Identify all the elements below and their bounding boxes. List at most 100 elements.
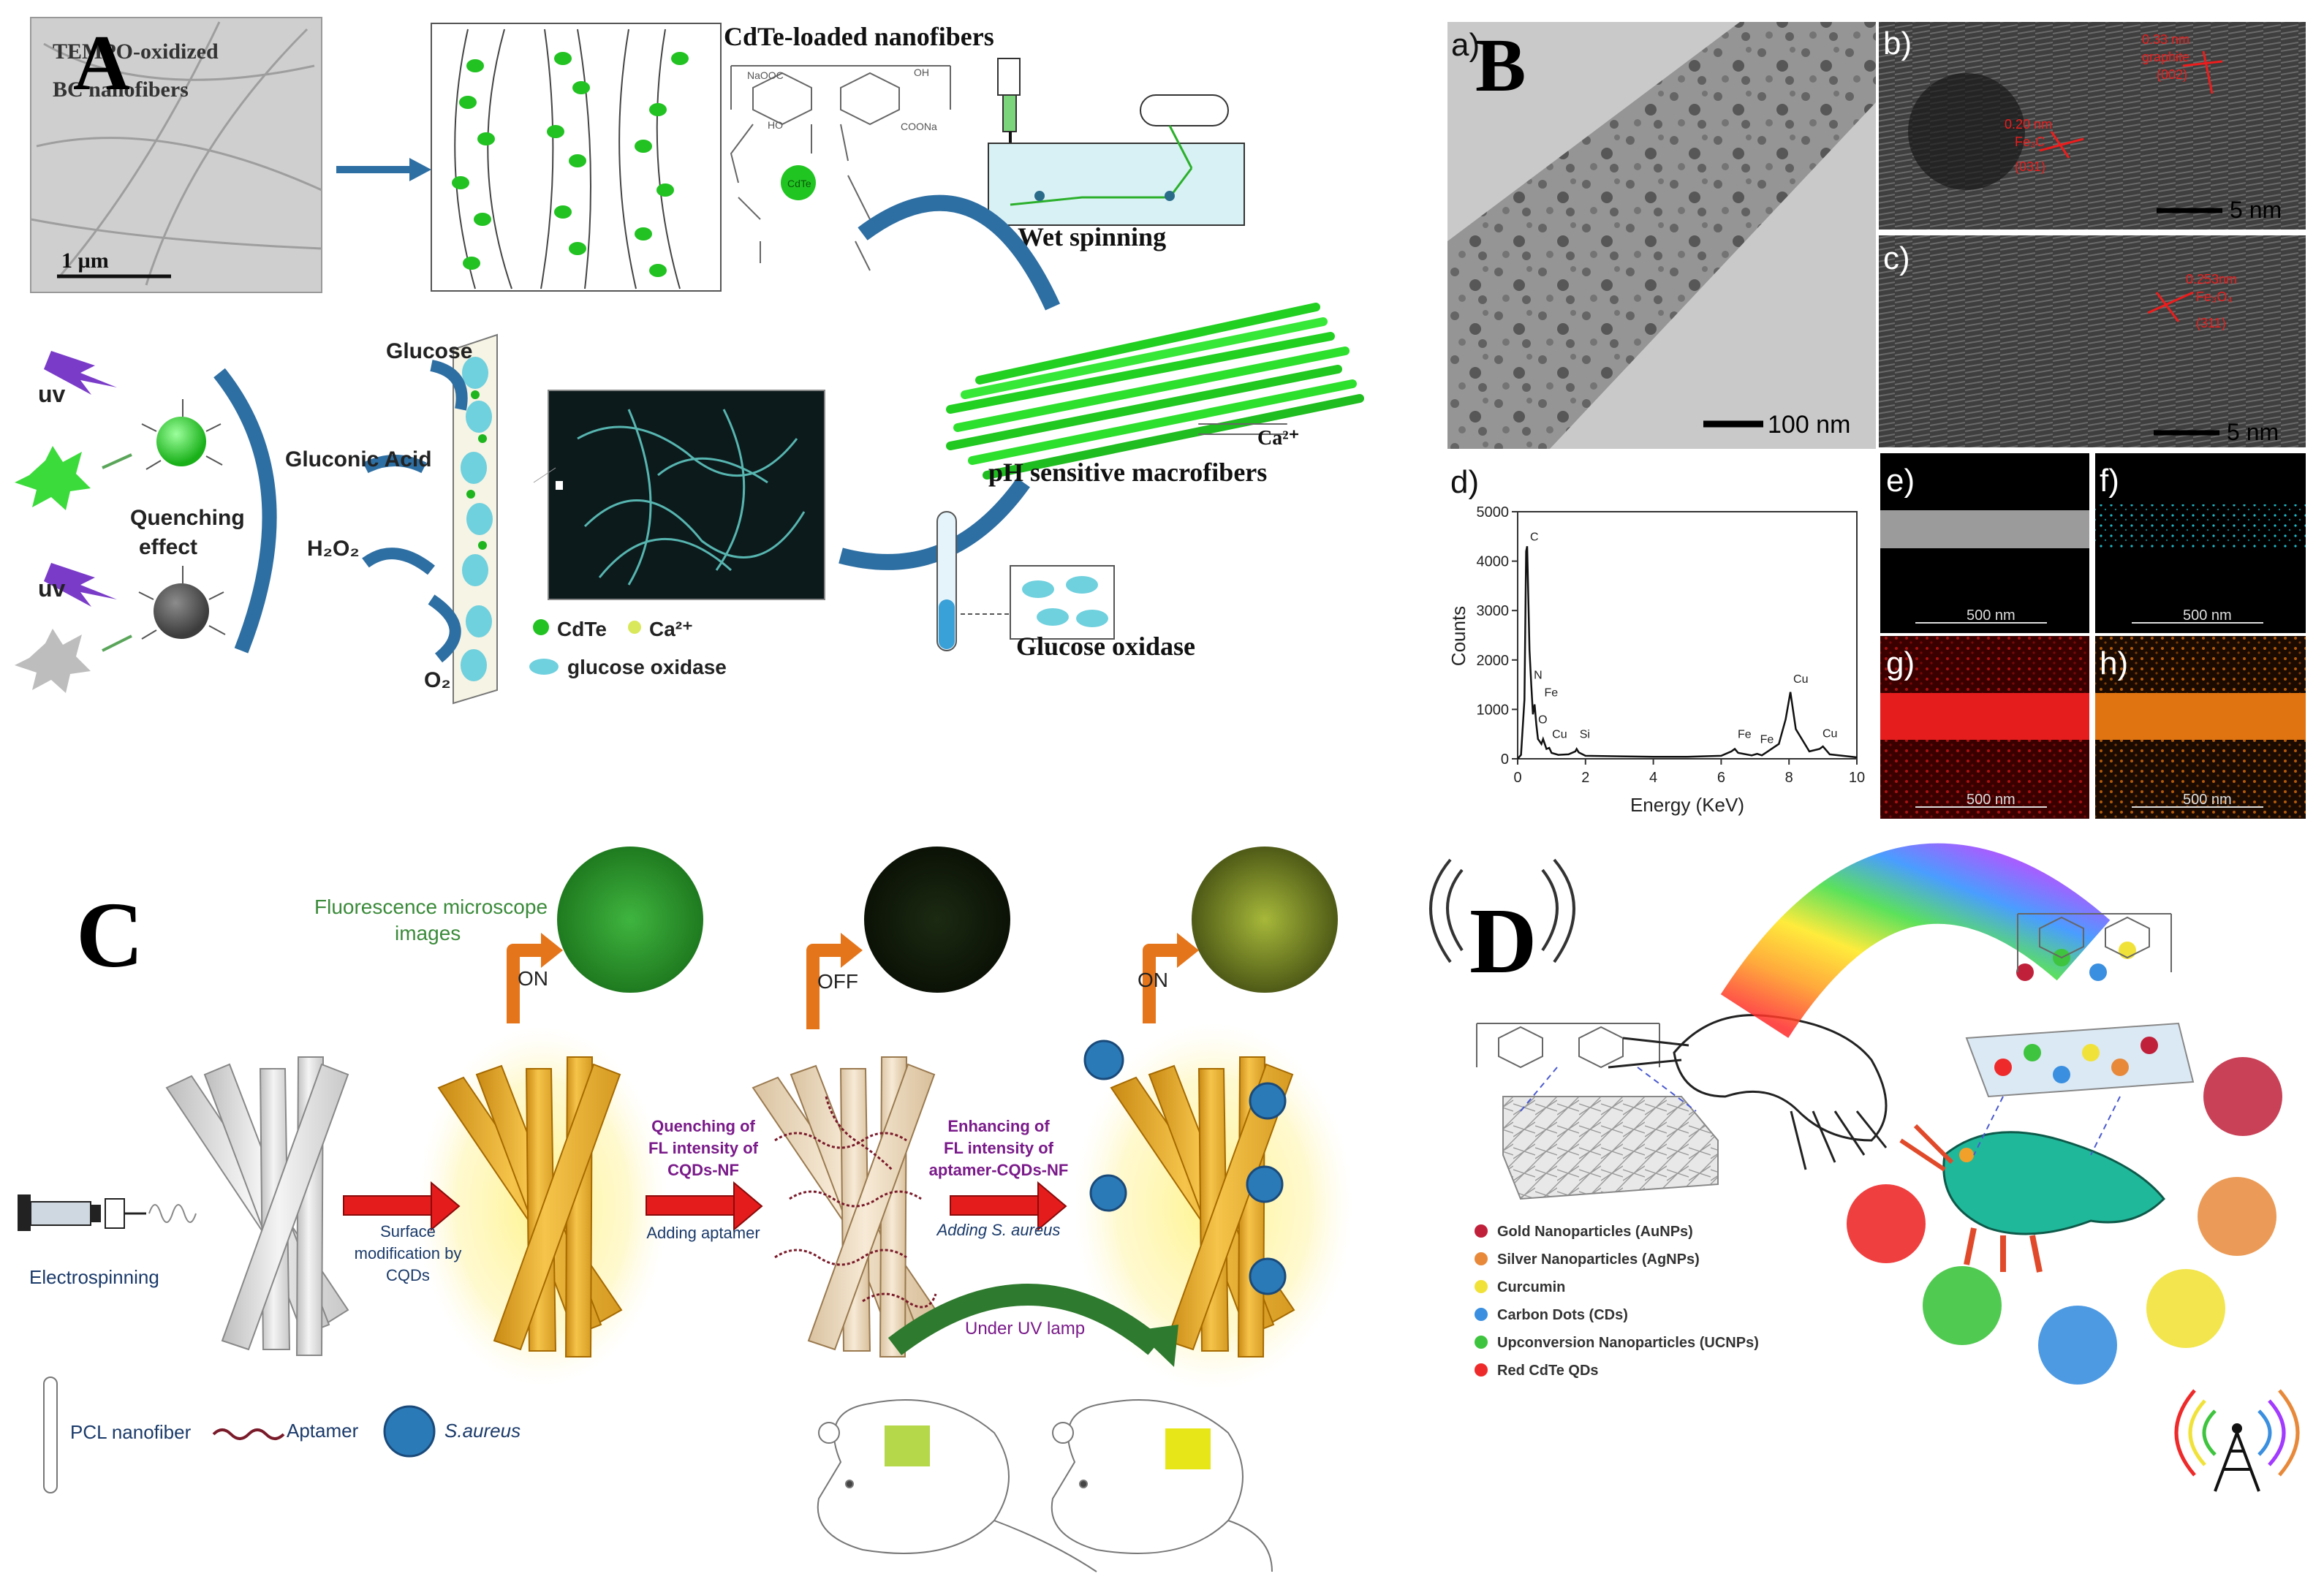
curved-arrow-icon bbox=[362, 548, 435, 575]
cqd-fiber-bundle bbox=[437, 1056, 623, 1358]
panel-letter-b: B bbox=[1475, 23, 1526, 107]
peak-label: O bbox=[1538, 713, 1547, 726]
legend-item-label: Upconversion Nanoparticles (UCNPs) bbox=[1497, 1335, 1759, 1351]
bacteria-icon bbox=[1089, 1174, 1127, 1212]
nanofiber-mesh bbox=[1502, 1096, 1719, 1200]
y-tick-label: 5000 bbox=[1477, 504, 1510, 520]
fluorescent-qd-icon bbox=[156, 417, 206, 466]
legend-cdte-icon bbox=[533, 619, 549, 635]
legend-saureus-label: S.aureus bbox=[444, 1420, 521, 1442]
mantis-shrimp bbox=[1899, 1124, 2166, 1273]
y-tick-label: 1000 bbox=[1477, 702, 1510, 718]
chitosan-structure-right bbox=[2017, 913, 2172, 972]
under-uv-label: Under UV lamp bbox=[965, 1319, 1085, 1338]
antenna-signal-icon bbox=[2174, 1389, 2300, 1492]
hrtem-image-b: b) 0.33 nm graphite (002) 0.20 nm Fe₃C (… bbox=[1879, 22, 2306, 230]
mouse-after bbox=[1051, 1399, 1273, 1572]
enhance-line2: FL intensity of bbox=[944, 1139, 1054, 1157]
chem-label-oh: OH bbox=[914, 67, 929, 78]
legend-pcl-icon bbox=[43, 1377, 58, 1493]
tem-caption-line2: BC nanofibers bbox=[53, 77, 189, 102]
quench-line1: Quenching of bbox=[651, 1117, 755, 1135]
bacteria-group bbox=[1083, 1040, 1287, 1295]
sub-label-e: e) bbox=[1886, 463, 1915, 499]
lattice-b1-line3: (002) bbox=[2157, 67, 2187, 82]
legend-aptamer-icon bbox=[212, 1428, 285, 1440]
lattice-c-line2: Fe₃O₄ bbox=[2196, 289, 2233, 304]
cdte-fiber-diagram bbox=[431, 23, 722, 292]
legend-ca-label: Ca²⁺ bbox=[649, 618, 693, 640]
scale-5nm-b: 5 nm bbox=[2230, 197, 2282, 223]
mouse-before bbox=[817, 1399, 1097, 1572]
legend-dot-icon bbox=[1475, 1280, 1488, 1293]
quenching-line1: Quenching bbox=[130, 506, 245, 530]
curved-arrow-icon bbox=[839, 477, 1030, 570]
quench-line2: FL intensity of bbox=[648, 1139, 759, 1157]
bacteria-icon bbox=[1083, 1040, 1124, 1080]
surface-line2: modification by bbox=[355, 1244, 462, 1262]
legend-dot-icon bbox=[1475, 1252, 1488, 1265]
red-arrow-1 bbox=[343, 1181, 461, 1232]
sphere-agnps-icon bbox=[2198, 1177, 2276, 1256]
panel-letter-d: D bbox=[1469, 889, 1537, 993]
quench-line3: CQDs-NF bbox=[667, 1161, 739, 1179]
saureus-fiber-bundle bbox=[1110, 1056, 1295, 1358]
wireless-signal-icon bbox=[1429, 858, 1575, 963]
scale-bar-label: 1 µm bbox=[61, 249, 109, 273]
bacteria-icon bbox=[1249, 1257, 1287, 1295]
scale-100nm: 100 nm bbox=[1768, 411, 1850, 439]
sub-label-f: f) bbox=[2100, 463, 2119, 499]
fluorescence-line2: images bbox=[395, 922, 461, 944]
wet-spinning-label: Wet spinning bbox=[1018, 222, 1166, 251]
uv-curved-arrow-icon bbox=[887, 1284, 1162, 1355]
peak-label: N bbox=[1534, 670, 1543, 682]
panel-letter-c: C bbox=[76, 883, 143, 987]
sub-label-h: h) bbox=[2100, 645, 2128, 681]
x-tick-label: 8 bbox=[1785, 770, 1793, 786]
ph-macrofiber-bundle bbox=[946, 303, 1364, 480]
scale-500nm-h: 500 nm bbox=[2183, 792, 2232, 808]
scale-500nm-f: 500 nm bbox=[2183, 607, 2232, 624]
scale-500nm-e: 500 nm bbox=[1967, 607, 2015, 624]
pcl-fiber-bundle bbox=[165, 1056, 349, 1356]
scale-5nm-c: 5 nm bbox=[2227, 419, 2279, 445]
sphere-ucnps-icon bbox=[1923, 1266, 2002, 1345]
chem-label-cdte: CdTe bbox=[787, 178, 811, 189]
fluorescence-image-off bbox=[864, 847, 1010, 993]
lattice-b1-line1: 0.33 nm bbox=[2142, 32, 2189, 47]
wet-spinning-apparatus bbox=[988, 58, 1245, 226]
legend-item-label: Gold Nanoparticles (AuNPs) bbox=[1497, 1224, 1693, 1240]
fluorescence-image-on-2 bbox=[1192, 847, 1338, 993]
surface-line1: Surface bbox=[380, 1222, 436, 1241]
lattice-b2-line3: (031) bbox=[2015, 159, 2045, 174]
peak-label: Si bbox=[1580, 729, 1590, 741]
bacteria-icon bbox=[1246, 1165, 1284, 1203]
aptamer-fiber-bundle bbox=[752, 1056, 937, 1358]
peak-label: Fe bbox=[1760, 733, 1774, 746]
grey-burst-icon bbox=[15, 629, 91, 693]
enzyme-fiber-slab bbox=[453, 333, 498, 705]
x-tick-label: 2 bbox=[1581, 770, 1589, 786]
h2o2-label: H₂O₂ bbox=[307, 537, 360, 561]
chitosan-structure-left bbox=[1476, 1023, 1660, 1069]
legend-pcl-label: PCL nanofiber bbox=[70, 1421, 192, 1443]
patch-after-icon bbox=[1165, 1428, 1211, 1469]
legend-dot-icon bbox=[1475, 1308, 1488, 1321]
ph-sensitive-label: pH sensitive macrofibers bbox=[988, 458, 1267, 487]
lattice-b2-line1: 0.20 nm bbox=[2005, 117, 2052, 132]
uv-label-2: uv bbox=[38, 575, 66, 602]
eds-ylabel: Counts bbox=[1447, 606, 1469, 666]
uv-lightning-icon bbox=[44, 563, 117, 607]
panel-b: a) B 100 nm b) 0.33 nm graphite (002) 0.… bbox=[1447, 22, 2306, 819]
orange-arrow-icon bbox=[1143, 944, 1177, 1023]
colored-nanofiber-mesh bbox=[1965, 1022, 2195, 1098]
peak-label: Cu bbox=[1823, 727, 1837, 740]
bacteria-icon bbox=[1249, 1082, 1287, 1120]
peak-label: Cu bbox=[1552, 729, 1567, 741]
sub-label-c: c) bbox=[1883, 241, 1910, 276]
ca-ion-label: Ca²⁺ bbox=[1257, 427, 1299, 450]
enhance-line1: Enhancing of bbox=[947, 1117, 1050, 1135]
tem-image-a: a) B 100 nm bbox=[1447, 22, 1876, 449]
